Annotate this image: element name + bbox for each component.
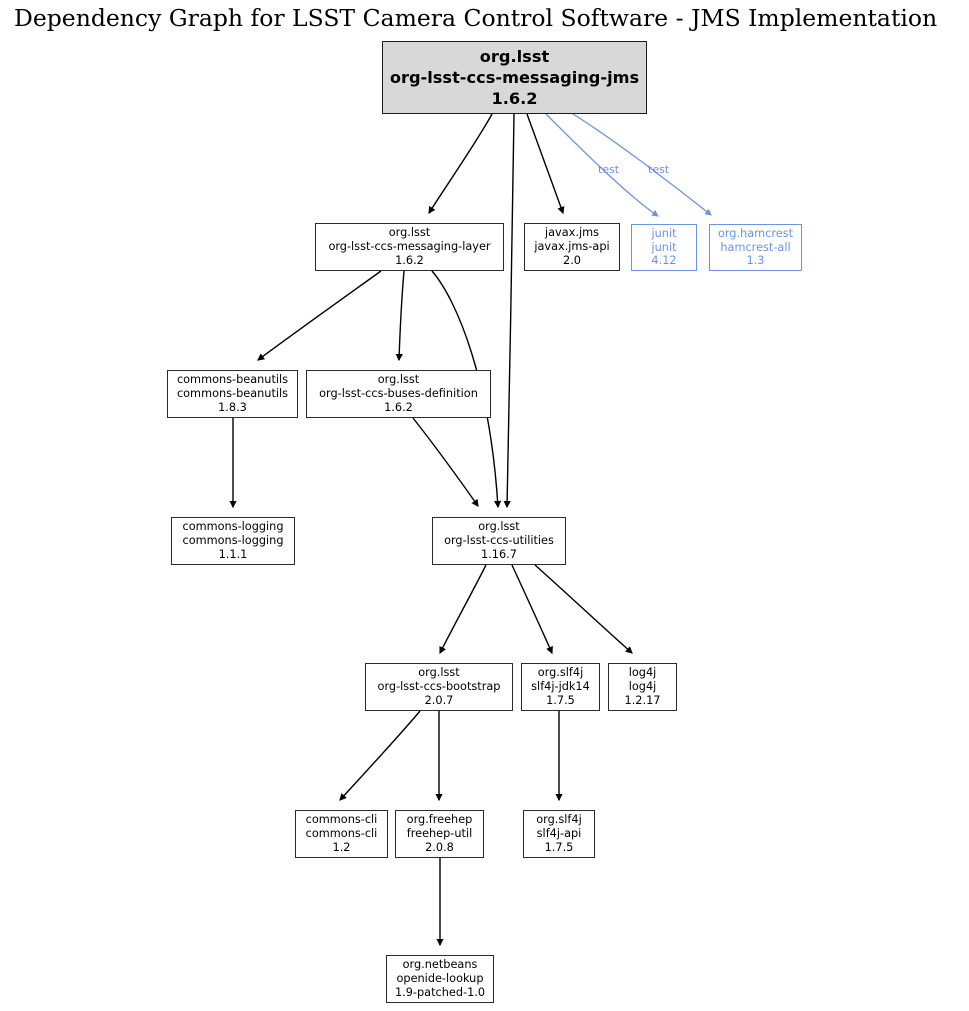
edge-root-to-hamcrest	[572, 113, 712, 216]
node-commons-beanutils-artifact: commons-beanutils	[176, 387, 289, 401]
node-slf4j-api-group: org.slf4j	[536, 813, 582, 827]
edge-messaging-layer-to-buses-definition	[395, 270, 405, 362]
node-commons-beanutils-version: 1.8.3	[218, 400, 247, 414]
edge-buses-definition-to-utilities	[412, 417, 479, 507]
node-utilities-artifact: org-lsst-ccs-utilities	[444, 534, 554, 548]
edge-root-to-utilities	[503, 113, 515, 509]
edges-layer	[229, 113, 712, 947]
edge-utilities-to-bootstrap	[439, 564, 487, 655]
node-commons-logging-artifact: commons-logging	[182, 534, 284, 548]
node-slf4j-api-artifact: slf4j-api	[536, 827, 582, 841]
edge-utilities-to-slf4j-jdk14	[511, 564, 553, 655]
node-root-artifact: org-lsst-ccs-messaging-jms	[389, 67, 640, 87]
node-bootstrap-group: org.lsst	[418, 666, 460, 680]
node-javax-jms-group: javax.jms	[545, 226, 599, 240]
node-openide-lookup-artifact: openide-lookup	[396, 972, 484, 986]
node-junit-version: 4.12	[651, 254, 677, 268]
node-commons-cli-group: commons-cli	[305, 813, 378, 827]
node-messaging-layer-group: org.lsst	[388, 226, 431, 240]
node-commons-logging-group: commons-logging	[182, 520, 284, 534]
node-commons-logging-version: 1.1.1	[218, 547, 248, 561]
node-utilities-group: org.lsst	[478, 520, 520, 534]
node-javax-jms-artifact: javax.jms-api	[534, 240, 610, 254]
edge-label-root-to-junit: test	[598, 163, 620, 176]
node-buses-definition-version: 1.6.2	[384, 400, 413, 414]
node-buses-definition-artifact: org-lsst-ccs-buses-definition	[319, 387, 478, 401]
node-freehep-util-group: org.freehep	[406, 813, 473, 827]
node-utilities-version: 1.16.7	[481, 547, 517, 561]
edge-label-root-to-hamcrest: test	[648, 163, 670, 176]
node-junit-group: junit	[651, 226, 677, 240]
node-slf4j-jdk14-version: 1.7.5	[546, 693, 575, 707]
node-commons-cli-version: 1.2	[332, 840, 351, 854]
node-freehep-util-artifact: freehep-util	[406, 827, 473, 841]
node-bootstrap-artifact: org-lsst-ccs-bootstrap	[377, 680, 501, 694]
node-junit-artifact: junit	[651, 240, 677, 254]
edge-utilities-to-log4j	[534, 564, 633, 654]
node-log4j-version: 1.2.17	[624, 693, 661, 707]
node-hamcrest-version: 1.3	[746, 254, 765, 268]
edge-root-to-messaging-layer	[428, 113, 493, 214]
edge-messaging-layer-to-commons-beanutils	[257, 270, 382, 361]
node-hamcrest-group: org.hamcrest	[717, 226, 794, 240]
node-slf4j-jdk14-artifact: slf4j-jdk14	[531, 680, 590, 694]
node-messaging-layer-version: 1.6.2	[395, 253, 424, 267]
node-javax-jms-version: 2.0	[563, 253, 581, 267]
node-openide-lookup-version: 1.9-patched-1.0	[394, 985, 486, 999]
edge-bootstrap-to-commons-cli	[339, 710, 421, 801]
node-slf4j-jdk14-group: org.slf4j	[537, 666, 584, 680]
node-bootstrap-version: 2.0.7	[424, 693, 454, 707]
node-root-group: org.lsst	[479, 46, 550, 66]
node-root-version: 1.6.2	[491, 89, 538, 109]
node-commons-cli-artifact: commons-cli	[305, 827, 378, 841]
node-log4j-artifact: log4j	[628, 680, 657, 694]
node-commons-beanutils-group: commons-beanutils	[176, 373, 289, 387]
edge-messaging-layer-to-utilities	[431, 270, 502, 509]
node-freehep-util-version: 2.0.8	[425, 840, 454, 854]
edge-root-to-junit	[545, 113, 659, 217]
node-hamcrest-artifact: hamcrest-all	[720, 240, 791, 254]
node-openide-lookup-group: org.netbeans	[402, 958, 478, 972]
page-title: Dependency Graph for LSST Camera Control…	[14, 4, 938, 32]
node-slf4j-api-version: 1.7.5	[544, 840, 574, 854]
node-messaging-layer-artifact: org-lsst-ccs-messaging-layer	[328, 240, 491, 254]
edge-root-to-javax-jms	[526, 113, 565, 215]
node-log4j-group: log4j	[628, 666, 657, 680]
node-buses-definition-group: org.lsst	[377, 373, 420, 387]
